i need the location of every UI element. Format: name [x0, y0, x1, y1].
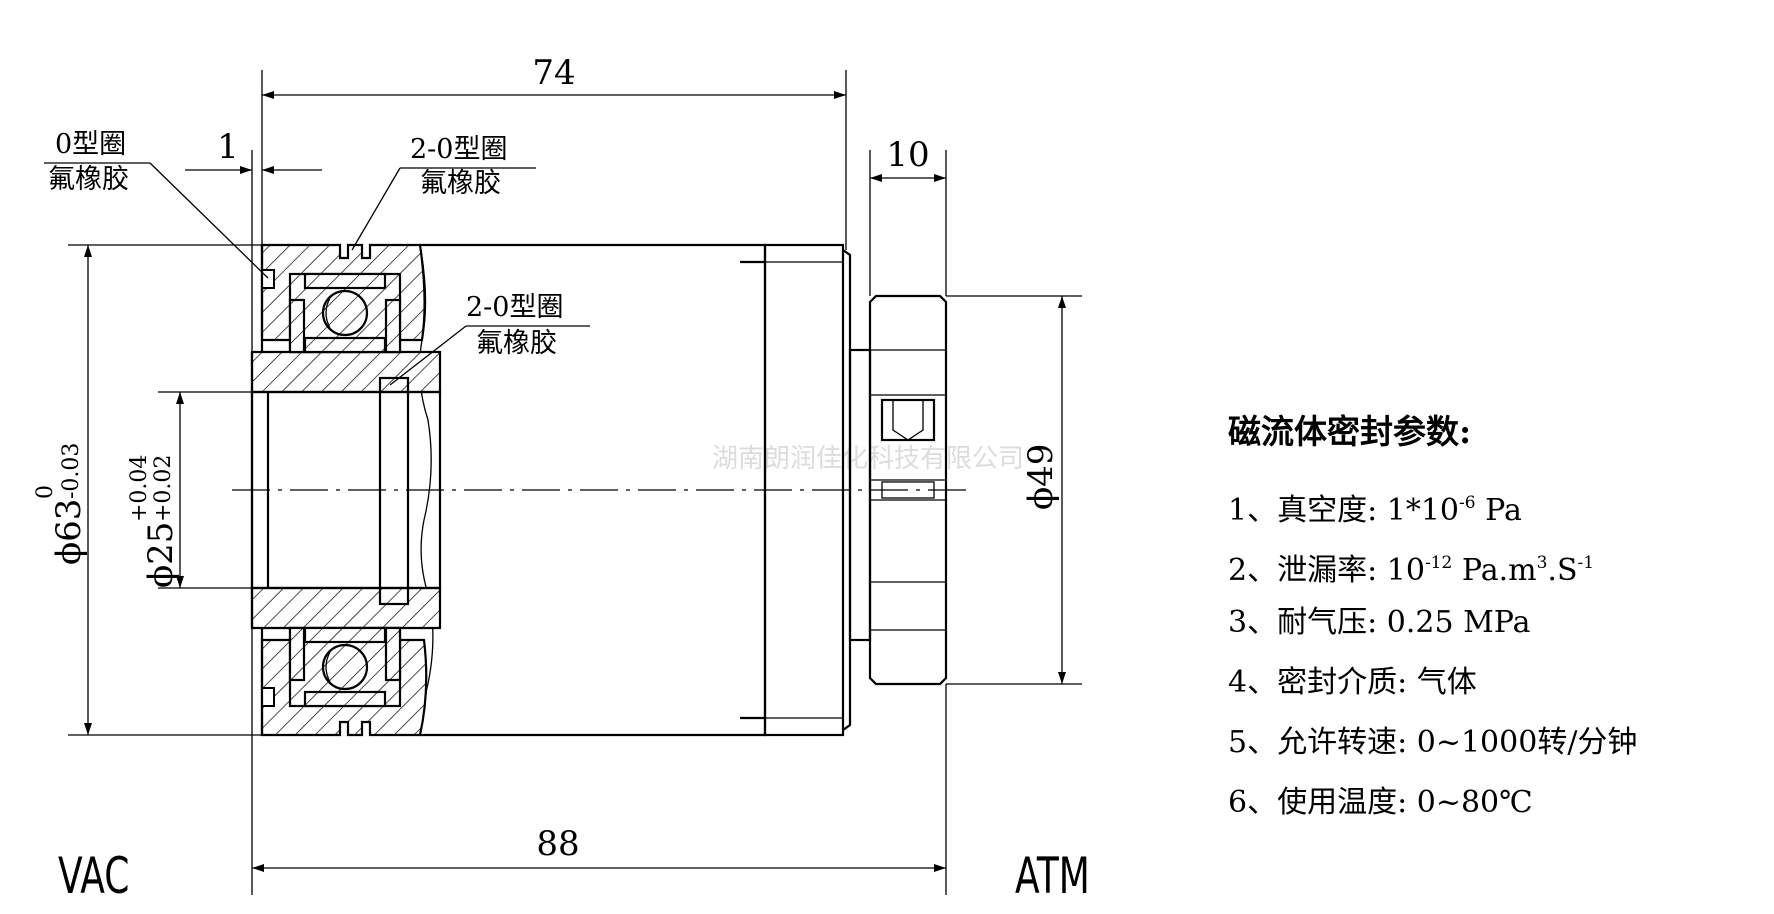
dim-25-tol-upper: +0.04 [127, 455, 152, 522]
dim-63-tol-upper: 0 [33, 485, 58, 499]
param-row-vacuum: 1、真空度: 1*10-6 Pa [1228, 473, 1758, 533]
callout-oring-mid: 2-0型圈 氟橡胶 [389, 292, 590, 386]
dim-63-tol-lower: -0.03 [59, 443, 84, 499]
dim-bore-diameter: ϕ25 +0.04 +0.02 [127, 391, 252, 589]
dim-flange-diameter: ϕ49 [946, 295, 1082, 685]
parameters-panel: 磁流体密封参数: 1、真空度: 1*10-6 Pa 2、泄漏率: 10-12 P… [1228, 405, 1758, 833]
param-value: 气体 [1416, 665, 1477, 700]
callout-oring-mid-line2: 氟橡胶 [476, 328, 557, 359]
callout-oring-top-line2: 氟橡胶 [420, 168, 501, 199]
dim-63-label: ϕ63 [49, 499, 89, 565]
param-row-pressure: 3、耐气压: 0.25 MPa [1228, 593, 1758, 653]
param-label: 真空度: [1277, 493, 1378, 528]
param-label: 使用温度: [1277, 785, 1408, 820]
param-num: 1、 [1228, 493, 1278, 528]
dim-flange-10: 10 [869, 135, 947, 296]
param-exp: -12 [1424, 553, 1453, 573]
param-unit: Pa [1475, 493, 1522, 528]
param-value: 10 [1386, 553, 1425, 588]
param-label: 泄漏率: [1277, 553, 1378, 588]
param-num: 3、 [1228, 605, 1278, 640]
side-label-vac: VAC [58, 848, 129, 905]
param-num: 2、 [1228, 553, 1278, 588]
side-label-atm: ATM [1015, 848, 1090, 905]
param-label: 密封介质: [1277, 665, 1408, 700]
param-row-leak-rate: 2、泄漏率: 10-12 Pa.m3.S-1 [1228, 533, 1758, 593]
param-row-medium: 4、密封介质: 气体 [1228, 653, 1758, 713]
callout-oring-left-line1: 0型圈 [55, 129, 126, 160]
end-nut [868, 294, 948, 686]
dim-25-label: ϕ25 [141, 522, 181, 588]
dim-length-74: 74 [261, 53, 847, 250]
param-label: 耐气压: [1277, 605, 1378, 640]
param-unit: Pa.m [1452, 553, 1537, 588]
param-value: 1*10 [1386, 493, 1460, 528]
dim-offset-1: 1 [185, 127, 322, 352]
param-exp-2: 3 [1536, 553, 1548, 573]
callout-oring-left-line2: 氟橡胶 [48, 164, 129, 195]
dim-49-label: ϕ49 [1021, 444, 1061, 510]
dim-10-label: 10 [886, 135, 929, 175]
dim-length-88: 88 [251, 628, 947, 895]
param-value: 0~80℃ [1416, 785, 1533, 820]
callout-oring-top: 2-0型圈 氟橡胶 [351, 134, 536, 251]
dim-74-label: 74 [532, 53, 575, 93]
param-exp: -6 [1459, 493, 1476, 513]
dim-25-tol-lower: +0.02 [151, 455, 176, 522]
section-view [250, 243, 442, 737]
param-row-temperature: 6、使用温度: 0~80℃ [1228, 773, 1758, 833]
watermark-text: 湖南朗润佳化科技有限公司 [712, 444, 1024, 474]
param-value: 0.25 MPa [1386, 605, 1531, 640]
param-value: 0~1000转/分钟 [1416, 725, 1638, 760]
param-num: 4、 [1228, 665, 1278, 700]
param-num: 5、 [1228, 725, 1278, 760]
dim-1-label: 1 [217, 127, 239, 167]
dim-outer-diameter: ϕ63 0 -0.03 [33, 244, 262, 736]
param-exp-3: -1 [1577, 553, 1595, 573]
param-label: 允许转速: [1277, 725, 1408, 760]
callout-oring-left: 0型圈 氟橡胶 [44, 129, 269, 279]
dim-88-label: 88 [536, 824, 579, 864]
param-unit-2: .S [1547, 553, 1578, 588]
parameters-title: 磁流体密封参数: [1228, 412, 1472, 451]
param-num: 6、 [1228, 785, 1278, 820]
callout-oring-top-line1: 2-0型圈 [410, 134, 507, 165]
param-row-speed: 5、允许转速: 0~1000转/分钟 [1228, 713, 1758, 773]
callout-oring-mid-line1: 2-0型圈 [466, 292, 563, 323]
